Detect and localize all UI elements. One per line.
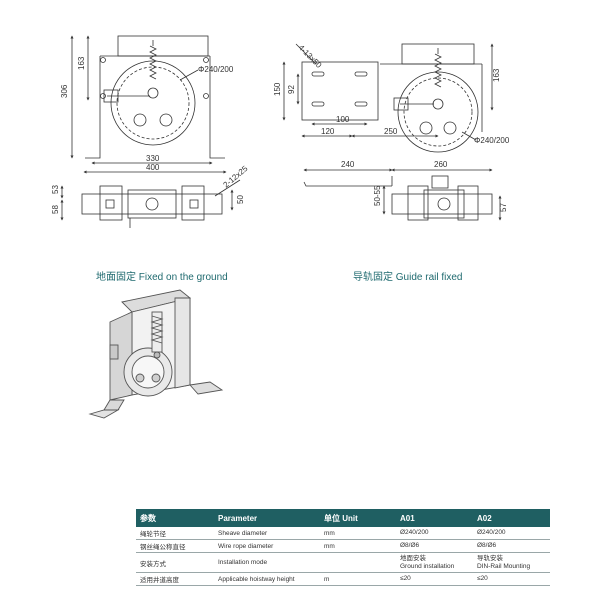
cell-unit: mm xyxy=(320,539,396,553)
dim-92: 92 xyxy=(287,85,296,94)
cell-a02: Ø240/200 xyxy=(473,527,550,540)
rail-holes-label: 4-13x50 xyxy=(297,43,324,70)
dim-306: 306 xyxy=(60,84,69,98)
ground-iso-view xyxy=(88,289,224,419)
dim-250: 250 xyxy=(384,127,398,136)
ground-front-view xyxy=(70,35,227,174)
header-a01: A01 xyxy=(396,509,473,527)
cell-a02: Ø8/Ø6 xyxy=(473,539,550,553)
caption-rail: 导轨固定 Guide rail fixed xyxy=(353,272,463,283)
spec-table: 参数 Parameter 单位 Unit A01 A02 绳轮节径 Sheave… xyxy=(136,509,550,586)
cell-zh: 适用井道高度 xyxy=(136,572,214,586)
dim-400: 400 xyxy=(146,163,160,172)
cell-a02: ≤20 xyxy=(473,572,550,586)
dim-163-rail: 163 xyxy=(492,68,501,82)
dim-240: 240 xyxy=(341,160,355,169)
cell-unit xyxy=(320,552,396,573)
dim-53: 53 xyxy=(51,185,60,194)
dim-50: 50 xyxy=(236,195,245,204)
dim-150: 150 xyxy=(273,82,282,96)
dim-163: 163 xyxy=(77,56,86,70)
dim-260: 260 xyxy=(434,160,448,169)
dim-57: 57 xyxy=(499,203,508,212)
cell-zh: 安装方式 xyxy=(136,552,214,573)
rail-sheave-label: Φ240/200 xyxy=(474,136,510,145)
dim-50-55: 50-55 xyxy=(373,185,382,206)
rail-top-view xyxy=(303,168,502,221)
header-a02: A02 xyxy=(473,509,550,527)
holes-label: 2-12x25 xyxy=(222,164,250,190)
table-row: 钢丝绳公称直径 Wire rope diameter mm Ø8/Ø6 Ø8/Ø… xyxy=(136,539,550,553)
cell-zh: 绳轮节径 xyxy=(136,527,214,540)
rail-front-view xyxy=(282,43,494,153)
cell-zh: 钢丝绳公称直径 xyxy=(136,539,214,553)
cell-unit: m xyxy=(320,572,396,586)
cell-param: Installation mode xyxy=(214,552,320,573)
dim-330: 330 xyxy=(146,154,160,163)
cell-a01: ≤20 xyxy=(396,572,473,586)
cell-a01: Ø8/Ø6 xyxy=(396,539,473,553)
dim-120: 120 xyxy=(321,127,335,136)
table-row: 适用井道高度 Applicable hoistway height m ≤20 … xyxy=(136,572,550,586)
spec-header-row: 参数 Parameter 单位 Unit A01 A02 xyxy=(136,509,550,527)
header-param: Parameter xyxy=(214,509,320,527)
sheave-label: Φ240/200 xyxy=(198,65,234,74)
table-row: 绳轮节径 Sheave diameter mm Ø240/200 Ø240/20… xyxy=(136,527,550,540)
cell-param: Wire rope diameter xyxy=(214,539,320,553)
cell-param: Sheave diameter xyxy=(214,527,320,540)
header-zh-param: 参数 xyxy=(136,509,214,527)
ground-top-view xyxy=(60,179,241,228)
dim-58: 58 xyxy=(51,205,60,214)
cell-a01: Ø240/200 xyxy=(396,527,473,540)
cell-unit: mm xyxy=(320,527,396,540)
caption-ground: 地面固定 Fixed on the ground xyxy=(96,272,228,283)
cell-param: Applicable hoistway height xyxy=(214,572,320,586)
header-unit: 单位 Unit xyxy=(320,509,396,527)
dim-100: 100 xyxy=(336,115,350,124)
